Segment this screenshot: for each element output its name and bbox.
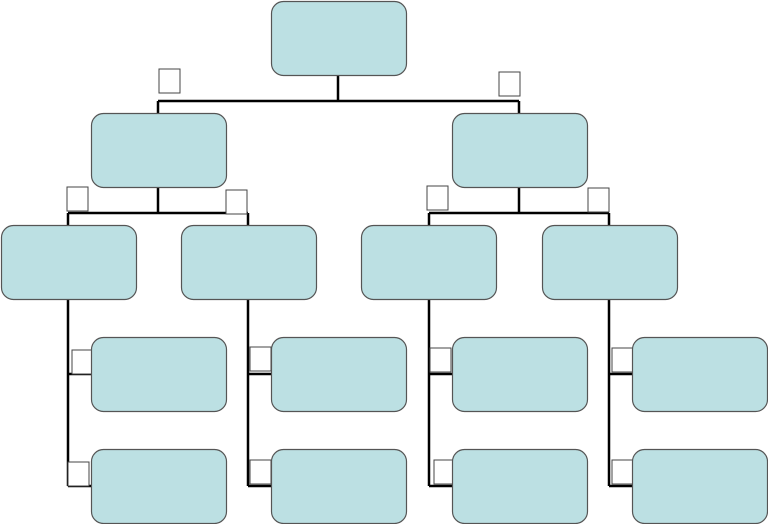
node-box-a1 xyxy=(0,224,138,301)
node-box-b1 xyxy=(360,224,498,301)
marker-box xyxy=(249,459,272,485)
marker-box xyxy=(498,71,521,97)
marker-box xyxy=(249,346,272,372)
marker-box xyxy=(66,186,89,212)
node-box-b2 xyxy=(541,224,679,301)
node-box-b2y xyxy=(631,448,768,524)
node-box-a1x xyxy=(90,336,228,413)
node-box-a2x xyxy=(270,336,408,413)
marker-box xyxy=(433,459,456,485)
node-box-b1y xyxy=(451,448,589,524)
node-box-a2y xyxy=(270,448,408,524)
node-box-b2x xyxy=(631,336,768,413)
node-box-a xyxy=(90,112,228,189)
marker-box xyxy=(71,349,94,375)
marker-box xyxy=(611,459,634,485)
node-box-root xyxy=(270,0,408,77)
marker-box xyxy=(158,68,181,94)
node-box-a2 xyxy=(180,224,318,301)
marker-box xyxy=(429,347,452,373)
marker-box xyxy=(611,347,634,373)
node-box-a1y xyxy=(90,448,228,524)
marker-box xyxy=(426,185,449,211)
node-box-b xyxy=(451,112,589,189)
node-box-b1x xyxy=(451,336,589,413)
marker-box xyxy=(67,461,90,487)
marker-box xyxy=(225,189,248,215)
marker-box xyxy=(587,187,610,213)
